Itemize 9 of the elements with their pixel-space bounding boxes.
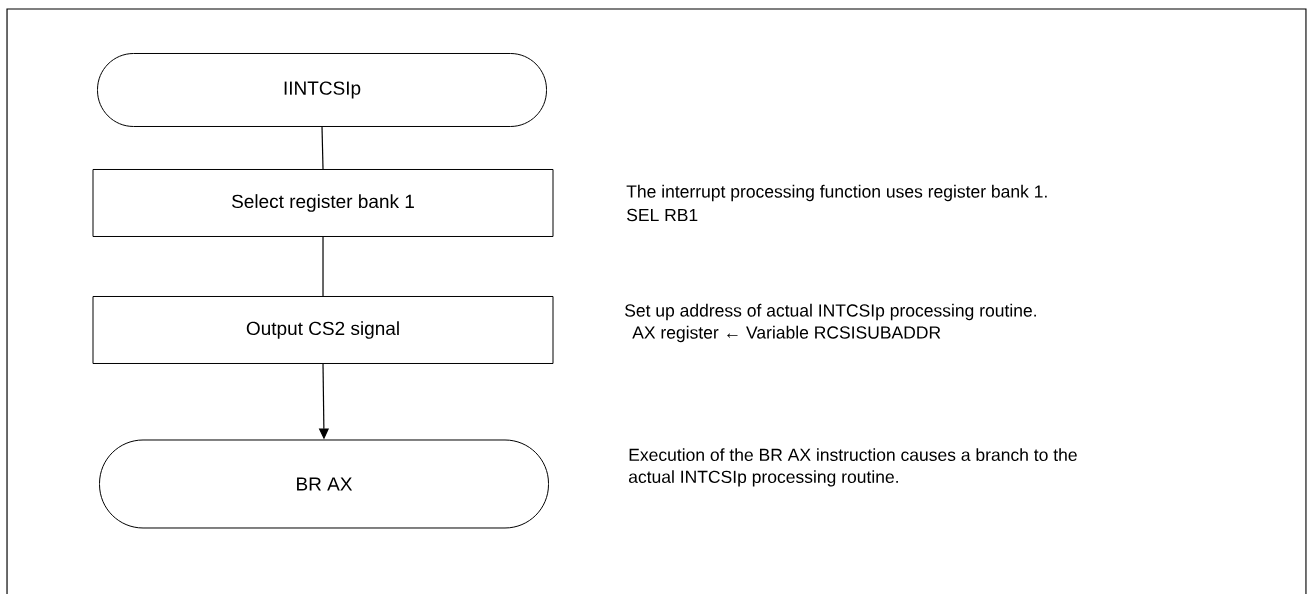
- note-text: Execution of the BR AX instruction causes a branch to the actual INTCSIp processing routine.: [628, 448, 1077, 487]
- note-text: SEL RB1: [627, 208, 698, 222]
- connector-line: [321, 126, 324, 170]
- note-text: The interrupt processing function uses register bank 1.: [626, 184, 1047, 202]
- process-box: Output CS2 signal: [92, 296, 554, 364]
- note-text: Set up address of actual INTCSIp processing routine.: [625, 303, 1036, 321]
- note-text: AX register ← Variable RCSISUBADDR: [632, 325, 941, 343]
- process-box: Select register bank 1: [92, 169, 554, 237]
- connector-line: [322, 236, 324, 297]
